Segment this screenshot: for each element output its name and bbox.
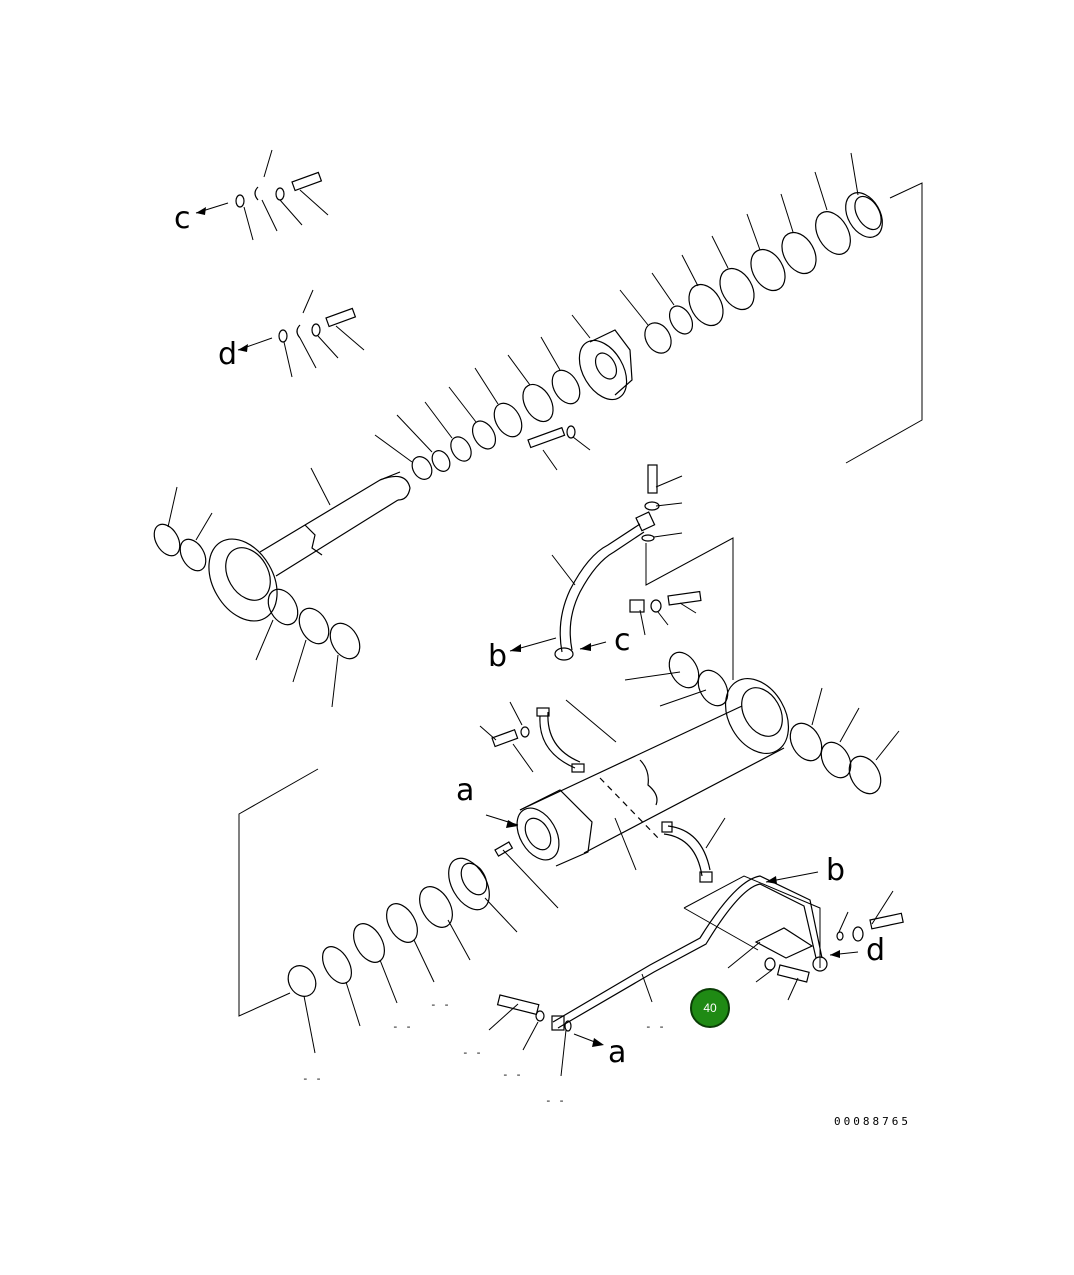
drawing-code: 00088765 xyxy=(834,1115,911,1128)
piston-rod xyxy=(208,471,411,622)
part-marker-label: 40 xyxy=(703,1001,717,1015)
tube-seal-ring-a xyxy=(668,651,700,689)
blank-label-3: - - xyxy=(645,1020,665,1033)
rod-seal-ring-b xyxy=(329,622,361,660)
leader-lines-lower xyxy=(303,671,900,1077)
blank-label-1: - - xyxy=(430,998,450,1011)
tube-bushing-c xyxy=(820,741,852,779)
rod-seal-ring-a xyxy=(153,523,181,557)
gland-seal-stack xyxy=(287,841,514,997)
piston-seal-stack xyxy=(411,192,883,480)
blank-label-5: - - xyxy=(302,1072,322,1085)
lower-hose-assembly xyxy=(496,871,904,1047)
blank-label-2: - - xyxy=(392,1020,412,1033)
tube-clamp-lower xyxy=(661,821,713,883)
piston-head xyxy=(578,329,633,401)
group-bracket-low xyxy=(238,768,319,1017)
rod-bushing-c xyxy=(298,607,330,645)
piston-bolt xyxy=(527,425,576,449)
tube-clamp-upper xyxy=(491,707,585,773)
callout-b-mid: b xyxy=(488,639,507,674)
callout-c-mid: c xyxy=(614,623,631,658)
group-bracket-top xyxy=(845,182,923,464)
hardware-group-c xyxy=(195,171,323,215)
callout-d-top: d xyxy=(218,337,237,372)
blank-label-7: - - xyxy=(545,1094,565,1107)
part-marker-badge[interactable]: 40 xyxy=(690,988,730,1028)
callout-a-mid: a xyxy=(456,773,474,808)
blank-label-6: - - xyxy=(502,1068,522,1081)
callout-c-top: c xyxy=(174,201,191,236)
callout-a-low: a xyxy=(608,1035,626,1070)
callout-b-low: b xyxy=(826,853,845,888)
tube-bushing-a xyxy=(697,669,729,707)
rod-bushing-a xyxy=(179,538,207,572)
tube-bushing-b xyxy=(789,722,823,762)
callout-d-low: d xyxy=(866,933,885,968)
tube-seal-ring-b xyxy=(848,755,882,795)
leader-lines-upper xyxy=(167,149,859,708)
blank-label-4: - - xyxy=(462,1046,482,1059)
rod-bushing-b xyxy=(267,588,299,626)
upper-hose-assembly xyxy=(509,464,734,680)
cylinder-tube xyxy=(516,678,790,867)
hardware-group-d xyxy=(237,307,357,352)
